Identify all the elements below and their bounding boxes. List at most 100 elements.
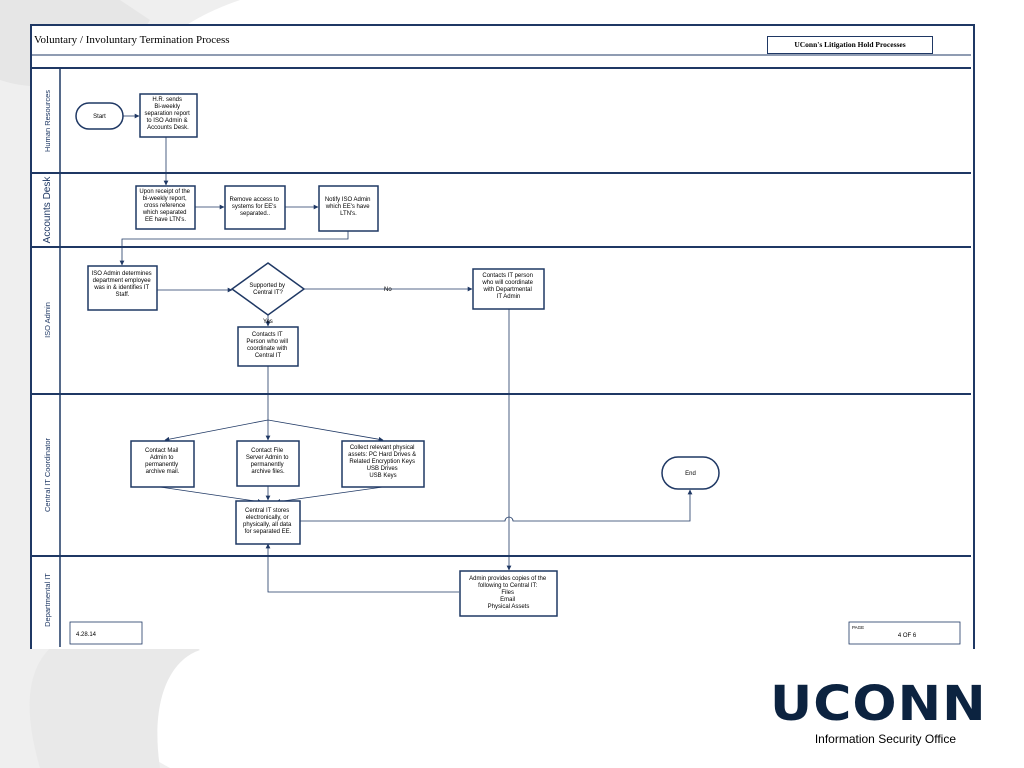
contacts-it-central-line: Person who will <box>246 339 288 345</box>
svg-text:Contact Mail Admin to: Contact Mail Admin to permanently archiv… <box>145 448 180 475</box>
footer-page-box: PAGE 4 OF 6 <box>848 621 961 645</box>
process-contact-mail-admin: Contact Mail Admin to permanently archiv… <box>130 440 195 488</box>
dept-admin-line: following to Central IT: <box>478 583 537 589</box>
file-server-line: archive files. <box>251 469 285 475</box>
dept-admin-line: Email <box>500 597 515 603</box>
process-remove-access: Remove access to systems for EE's separa… <box>224 185 286 230</box>
lane-label-iso-admin: ISO Admin <box>43 302 52 338</box>
cross-ref-line: cross reference <box>144 203 186 209</box>
contacts-it-central-line: coordinate with <box>247 346 287 352</box>
notify-iso-line: Notify ISO Admin <box>325 197 371 203</box>
iso-determines-line: Staff. <box>116 292 130 298</box>
process-iso-determines: ISO Admin determines department employee… <box>87 265 158 311</box>
svg-text:ISO Admin determines dep: ISO Admin determines department employee… <box>92 271 154 298</box>
svg-text:Contacts IT Person who w: Contacts IT Person who will coordinate w… <box>246 332 289 359</box>
physical-assets-line: Related Encryption Keys <box>349 459 415 465</box>
edge-label-yes: Yes <box>263 319 273 325</box>
stores-line: physically, all data <box>243 522 292 528</box>
lane-label-human-resources: Human Resources <box>43 90 52 152</box>
notify-iso-line: which EE's have <box>325 204 370 210</box>
file-server-line: permanently <box>251 462 284 468</box>
cross-ref-line: which separated <box>142 210 187 216</box>
hr-sends-line: to ISO Admin & <box>147 118 188 124</box>
start-label: Start <box>93 114 106 120</box>
process-cross-reference: Upon receipt of the bi-weekly report, cr… <box>135 185 196 230</box>
physical-assets-line: USB Keys <box>369 473 396 479</box>
contacts-it-dept-line: Contacts IT person <box>482 273 533 279</box>
physical-assets-line: Collect relevant physical <box>350 445 415 451</box>
mail-admin-line: Contact Mail <box>145 448 178 454</box>
svg-text:Admin provides copies of the: Admin provides copies of the following t… <box>469 576 548 610</box>
end-label: End <box>685 471 696 477</box>
footer-page-value: 4 OF 6 <box>898 633 917 639</box>
diagram-title: Voluntary / Involuntary Termination Proc… <box>34 34 230 46</box>
contacts-it-central-line: Central IT <box>255 353 282 359</box>
lane-label-departmental-it: Departmental IT <box>43 573 52 627</box>
lane-label-central-it-coordinator: Central IT Coordinator <box>43 437 52 512</box>
file-server-line: Server Admin to <box>246 455 289 461</box>
file-server-line: Contact File <box>251 448 284 454</box>
svg-text:Contacts IT person who w: Contacts IT person who will coordinate w… <box>481 273 534 300</box>
decision-line: Supported by <box>249 283 285 289</box>
notify-iso-line: LTN's. <box>340 211 357 217</box>
svg-text:Central IT stores electr: Central IT stores electronically, or phy… <box>243 508 293 535</box>
mail-admin-line: permanently <box>145 462 178 468</box>
litigation-hold-label: UConn's Litigation Hold Processes <box>767 36 933 54</box>
remove-access-line: systems for EE's <box>232 204 277 210</box>
hr-sends-line: H.R. sends <box>152 97 182 103</box>
remove-access-line: Remove access to <box>229 197 279 203</box>
physical-assets-line: USB Drives <box>367 466 398 472</box>
process-admin-provides-copies: Admin provides copies of the following t… <box>459 570 558 617</box>
svg-text:Notify ISO Admin which E: Notify ISO Admin which EE's have LTN's. <box>325 197 372 217</box>
process-contact-file-server-admin: Contact File Server Admin to permanently… <box>236 440 300 487</box>
contacts-it-dept-line: with Departmental <box>482 287 531 293</box>
end-terminator: End <box>661 456 720 490</box>
process-central-it-stores: Central IT stores electronically, or phy… <box>235 500 301 545</box>
footer-date: 4.28.14 <box>76 632 97 638</box>
dept-admin-line: Admin provides copies of the <box>469 576 547 582</box>
cross-ref-line: Upon receipt of the <box>139 189 190 195</box>
process-hr-sends: H.R. sends Bi-weekly separation report t… <box>139 93 198 138</box>
contacts-it-dept-line: IT Admin <box>497 294 521 300</box>
svg-text:Contact File Server Admi: Contact File Server Admin to permanently… <box>246 448 290 475</box>
dept-admin-line: Physical Assets <box>488 604 530 610</box>
start-terminator: Start <box>75 102 124 130</box>
process-contacts-it-central: Contacts IT Person who will coordinate w… <box>237 326 299 367</box>
stores-line: for separated EE. <box>245 529 292 535</box>
decision-line: Central IT? <box>253 290 283 296</box>
cross-ref-line: EE have LTN's. <box>145 217 186 223</box>
connectors <box>119 113 693 593</box>
svg-text:Collect relevant physical: Collect relevant physical assets: PC Har… <box>348 445 418 479</box>
contacts-it-central-line: Contacts IT <box>252 332 283 338</box>
uconn-logo: UCONN Information Security Office <box>770 676 987 748</box>
svg-text:Remove access to systems: Remove access to systems for EE's separa… <box>229 197 280 217</box>
cross-ref-line: bi-weekly report, <box>143 196 187 202</box>
lane-label-accounts-desk: Accounts Desk <box>42 176 53 244</box>
hr-sends-line: Bi-weekly <box>154 104 180 110</box>
footer-date-box: 4.28.14 <box>69 621 143 645</box>
decision-supported-by-central-it: Supported by Central IT? <box>230 262 306 316</box>
stores-line: Central IT stores <box>245 508 289 514</box>
edge-label-no: No <box>384 287 392 293</box>
contacts-it-dept-line: who will coordinate <box>481 280 533 286</box>
iso-determines-line: ISO Admin determines <box>92 271 152 277</box>
process-contacts-it-departmental: Contacts IT person who will coordinate w… <box>472 268 545 310</box>
logo-subtitle: Information Security Office <box>814 732 956 746</box>
hr-sends-line: separation report <box>144 111 190 117</box>
svg-text:Upon receipt of the bi-w: Upon receipt of the bi-weekly report, cr… <box>139 189 191 223</box>
mail-admin-line: Admin to <box>150 455 174 461</box>
uconn-wordmark: UCONN <box>770 676 987 732</box>
svg-text:Supported by Central IT?: Supported by Central IT? <box>249 283 286 296</box>
footer-page-label: PAGE <box>852 625 864 630</box>
iso-determines-line: was in & identifies IT <box>93 285 149 291</box>
svg-text:H.R. sends Bi-weekly: H.R. sends Bi-weekly separation report t… <box>144 97 191 131</box>
mail-admin-line: archive mail. <box>146 469 180 475</box>
process-collect-physical-assets: Collect relevant physical assets: PC Har… <box>341 440 425 488</box>
hr-sends-line: Accounts Desk. <box>147 125 189 131</box>
process-notify-iso-admin: Notify ISO Admin which EE's have LTN's. <box>318 185 379 232</box>
remove-access-line: separated.. <box>240 211 270 217</box>
lane-grid <box>31 54 971 647</box>
iso-determines-line: department employee <box>93 278 152 284</box>
dept-admin-line: Files <box>501 590 514 596</box>
